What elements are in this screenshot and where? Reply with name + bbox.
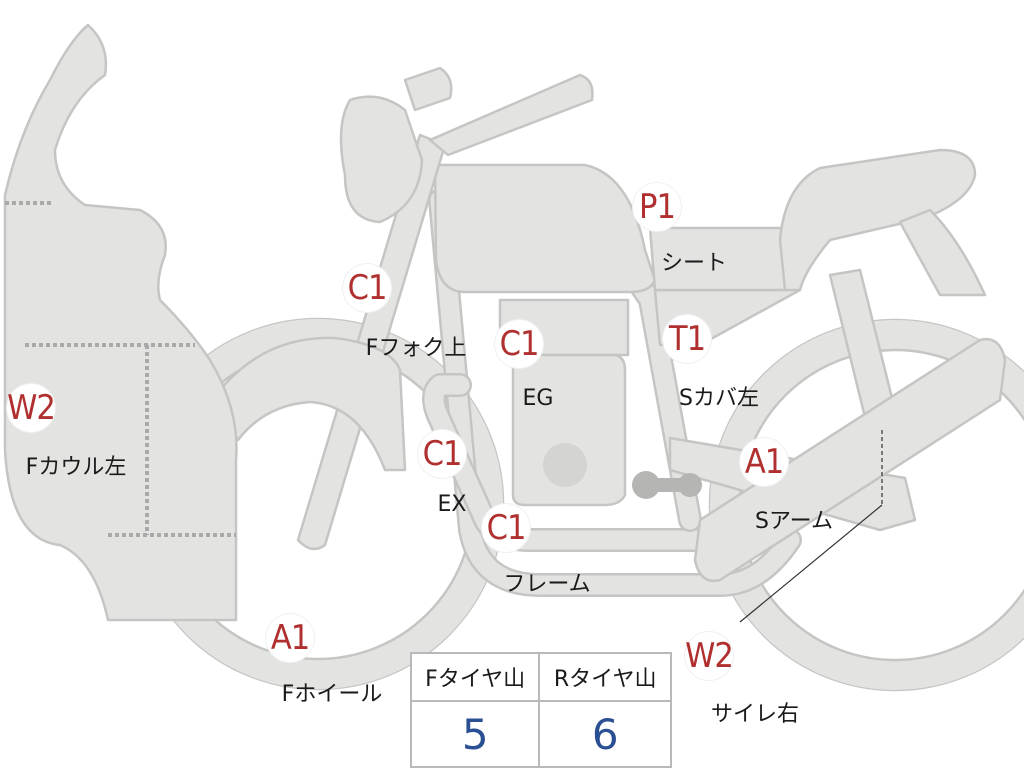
code-badge: A1: [740, 438, 788, 486]
front-tire-value: 5: [409, 700, 541, 768]
seat: [648, 148, 987, 297]
code-badge: A1: [266, 614, 314, 662]
part-label: Fカウル左: [25, 455, 127, 480]
code-badge: C1: [418, 430, 466, 478]
rear-tire-value: 6: [538, 700, 672, 768]
code-badge: W2: [685, 632, 734, 680]
front-fender: [210, 336, 407, 472]
code-badge: P1: [633, 183, 681, 231]
part-label: Sアーム: [755, 509, 833, 534]
table-value-row: 5 6: [409, 700, 672, 768]
fuel-tank: [433, 163, 657, 294]
fairing: [3, 23, 238, 622]
part-label: EG: [522, 386, 554, 411]
part-label: EX: [437, 492, 467, 517]
headlight: [339, 66, 594, 224]
code-badge: T1: [663, 315, 711, 363]
table-header-row: Fタイヤ山 Rタイヤ山: [409, 652, 672, 702]
silencer-pointer: [739, 430, 883, 623]
part-label: サイレ右: [710, 702, 800, 727]
front-tire-header: Fタイヤ山: [409, 652, 541, 702]
muffler: [693, 337, 1007, 583]
part-label: Sカバ左: [679, 386, 759, 411]
part-label: シート: [660, 251, 728, 276]
code-badge: W2: [7, 384, 56, 432]
code-badge: C1: [495, 320, 543, 368]
rear-tire-header: Rタイヤ山: [538, 652, 672, 702]
code-badge: C1: [343, 264, 391, 312]
tire-tread-table: Fタイヤ山 Rタイヤ山 5 6: [409, 652, 672, 768]
part-label: Fフォク上: [365, 336, 467, 361]
part-label: Fホイール: [281, 682, 383, 707]
part-label: フレーム: [503, 572, 591, 597]
front-fork: [296, 133, 447, 551]
code-badge: C1: [482, 504, 530, 552]
